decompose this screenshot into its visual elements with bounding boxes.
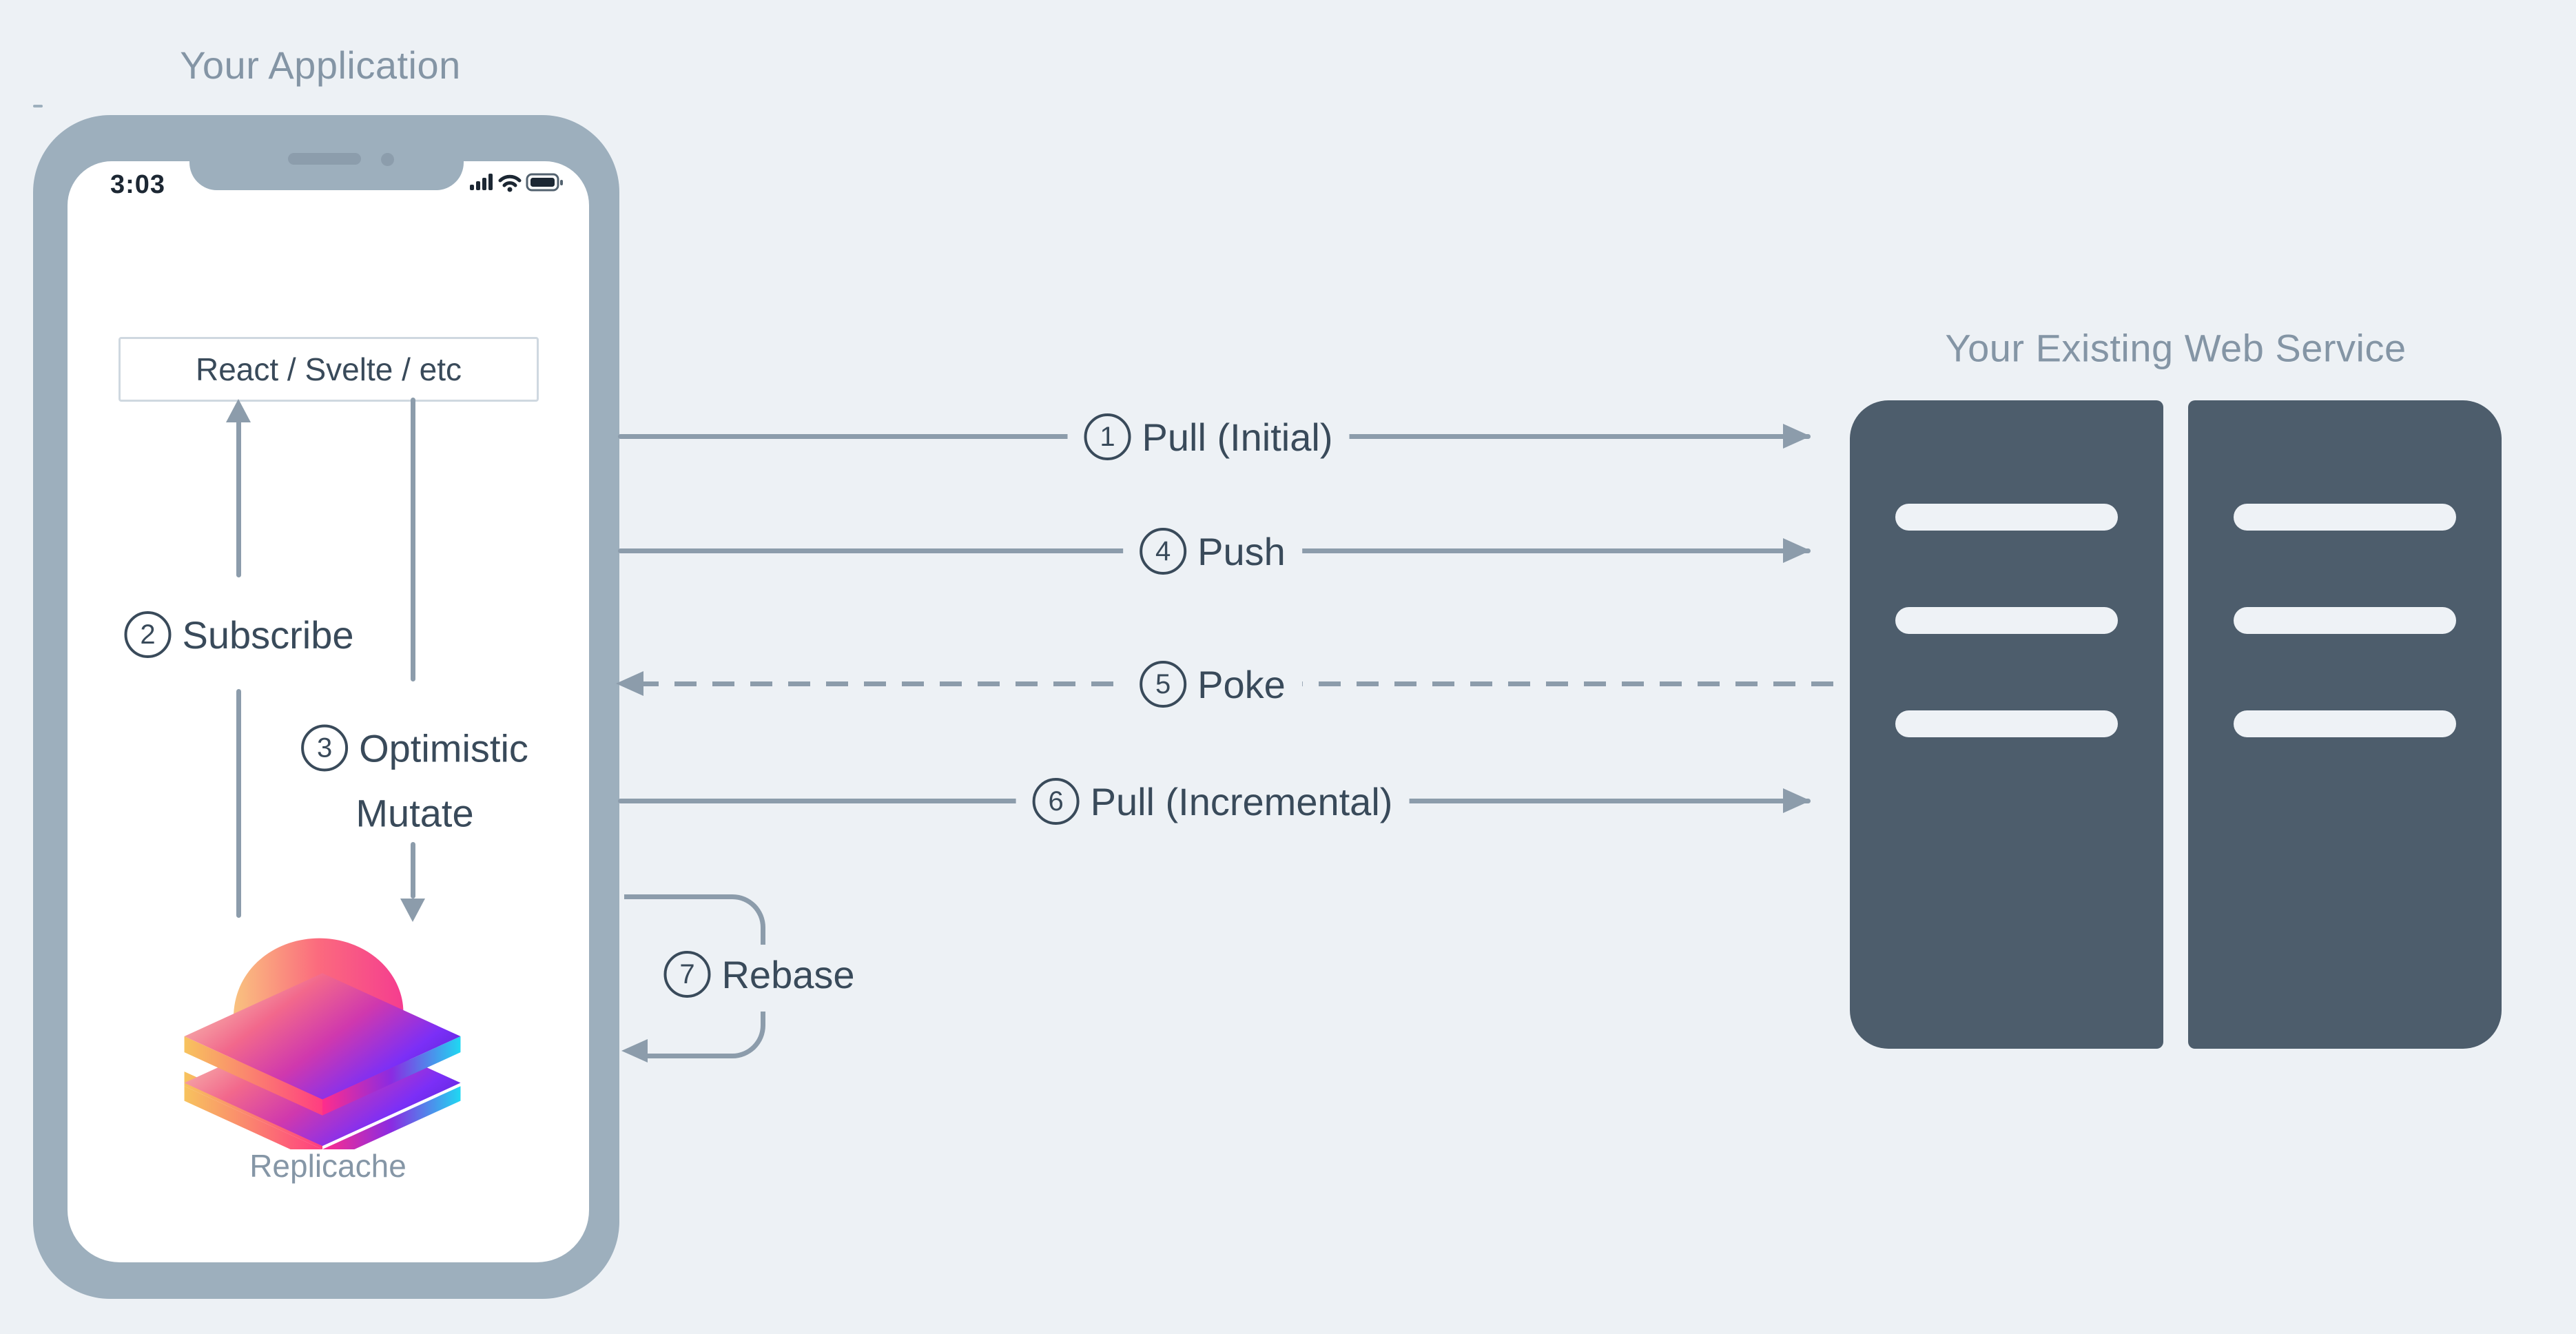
arrowhead-left-icon [621,1039,648,1063]
subscribe-label: 2 Subscribe [124,611,354,658]
wifi-icon [498,174,522,187]
optimistic-mutate-label: 3 Optimistic Mutate [301,724,528,836]
replicache-logo [184,938,461,1149]
poke-label: 5 Poke [1123,661,1302,708]
phone-notch [189,161,464,190]
logo-top-layer [184,973,461,1116]
rebase-label: 7 Rebase [663,951,855,998]
rebase-loop-bottom [643,1012,765,1058]
frame-artifact-dash [33,105,43,107]
arrowhead-down-icon [400,899,425,922]
camera-icon [381,153,394,166]
wifi-dot [507,187,513,192]
arrowhead-up-icon [226,399,251,422]
server-slot [1895,504,2118,531]
push-label: 4 Push [1123,528,1302,575]
server-slot [2234,710,2456,737]
arrowhead-right-icon [1783,424,1811,449]
server-rack-left [1850,400,2163,1049]
circled-number-2: 2 [124,611,172,658]
pull-initial-label: 1 Pull (Initial) [1067,413,1350,460]
subscribe-line-lower [236,689,241,918]
mutate-line-upper [411,398,415,681]
arrowhead-left-icon [616,671,643,696]
server-slot [2234,607,2456,634]
rebase-loop-top [624,894,765,945]
circled-number-7: 7 [663,951,711,998]
circled-number-4: 4 [1140,528,1187,575]
status-icons [470,173,563,192]
server-slot [1895,607,2118,634]
framework-box: React / Svelte / etc [119,337,539,402]
mutate-line-lower [411,842,415,899]
cellular-signal-icon [470,174,493,190]
pull-incremental-label: 6 Pull (Incremental) [1016,778,1410,825]
circled-number-3: 3 [301,724,349,772]
web-service-title: Your Existing Web Service [1945,326,2407,370]
circled-number-5: 5 [1140,661,1187,708]
circled-number-6: 6 [1032,778,1080,825]
circled-number-1: 1 [1084,413,1131,460]
server-slot [1895,710,2118,737]
logo-label: Replicache [249,1148,406,1184]
server-rack-right [2188,400,2502,1049]
framework-box-label: React / Svelte / etc [195,351,462,387]
application-title: Your Application [180,43,461,87]
status-time: 3:03 [110,170,166,199]
speaker-icon [288,153,361,165]
subscribe-line-upper [236,414,241,577]
server-slot [2234,504,2456,531]
battery-icon [526,173,563,192]
arrowhead-right-icon [1783,538,1811,563]
arrowhead-right-icon [1783,788,1811,813]
